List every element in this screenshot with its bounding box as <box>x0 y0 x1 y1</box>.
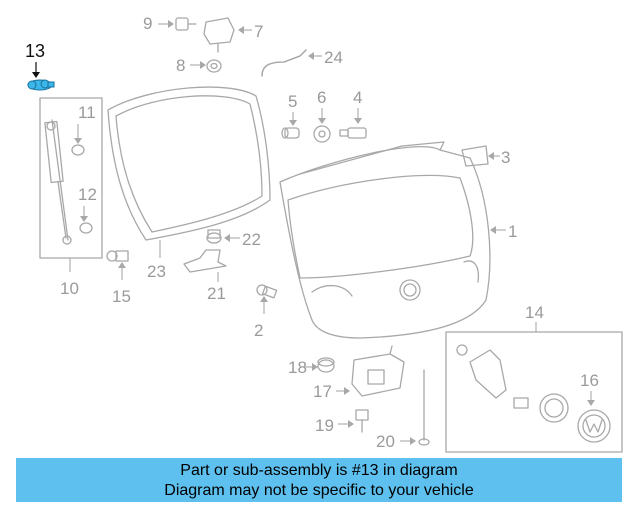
part-15-handle-assembly-box[interactable] <box>445 331 623 453</box>
callout-4: 4 <box>353 88 362 107</box>
callout-8: 8 <box>176 56 185 75</box>
banner-line-disclaimer: Diagram may not be specific to your vehi… <box>164 482 474 499</box>
callout-13: 13 <box>25 41 45 61</box>
callout-3: 3 <box>501 148 510 167</box>
part-17-emblem[interactable] <box>577 409 611 443</box>
part-11-clip[interactable] <box>71 144 85 156</box>
part-22-bump-stop[interactable] <box>206 229 222 244</box>
callout-9: 9 <box>143 14 152 33</box>
callout-18: 17 <box>313 382 332 401</box>
banner-line-part: Part or sub-assembly is #13 in diagram <box>180 462 458 479</box>
callout-6: 6 <box>317 88 326 107</box>
callout-11: 11 <box>78 103 96 122</box>
part-24-hose[interactable] <box>261 49 307 77</box>
callout-14: 15 <box>112 287 131 306</box>
callout-7: 7 <box>254 22 263 41</box>
part-12-clip[interactable] <box>79 222 93 234</box>
part-2-nut[interactable] <box>317 357 335 373</box>
part-20-rod[interactable] <box>418 369 430 446</box>
part-18-latch[interactable] <box>351 345 405 397</box>
callout-23: 23 <box>147 262 166 281</box>
part-13-highlighted[interactable] <box>27 79 55 91</box>
part-1-tailgate[interactable] <box>279 141 491 339</box>
part-14-stud[interactable] <box>106 250 129 262</box>
callout-17: 16 <box>580 371 599 390</box>
part-7-hinge[interactable] <box>203 17 235 53</box>
callout-20: 20 <box>376 432 395 451</box>
part-21-bracket[interactable] <box>183 249 227 273</box>
callout-24: 24 <box>324 48 343 67</box>
callout-21: 21 <box>207 284 226 303</box>
callout-15: 14 <box>525 303 544 322</box>
info-banner: Part or sub-assembly is #13 in diagram D… <box>16 458 622 502</box>
part-16-bolt[interactable] <box>256 284 278 299</box>
part-19-bolt[interactable] <box>355 409 369 433</box>
callout-1: 1 <box>508 222 517 241</box>
callout-12: 12 <box>78 185 97 204</box>
part-9-bolt[interactable] <box>175 17 197 31</box>
part-10-gas-strut-box[interactable] <box>39 97 103 259</box>
callout-2: 18 <box>288 358 307 377</box>
part-6-grommet[interactable] <box>313 125 331 143</box>
callout-19: 19 <box>315 416 334 435</box>
callout-10: 10 <box>60 279 79 298</box>
part-3-plate[interactable] <box>461 145 489 167</box>
part-4-stud[interactable] <box>339 127 367 139</box>
callout-22: 22 <box>242 230 261 249</box>
leader-arrow-13 <box>32 72 40 78</box>
callout-16: 2 <box>254 321 263 340</box>
part-8-nut[interactable] <box>206 59 222 73</box>
callout-5: 5 <box>288 92 297 111</box>
part-5-bushing[interactable] <box>281 127 300 139</box>
part-23-seal[interactable] <box>107 86 271 241</box>
